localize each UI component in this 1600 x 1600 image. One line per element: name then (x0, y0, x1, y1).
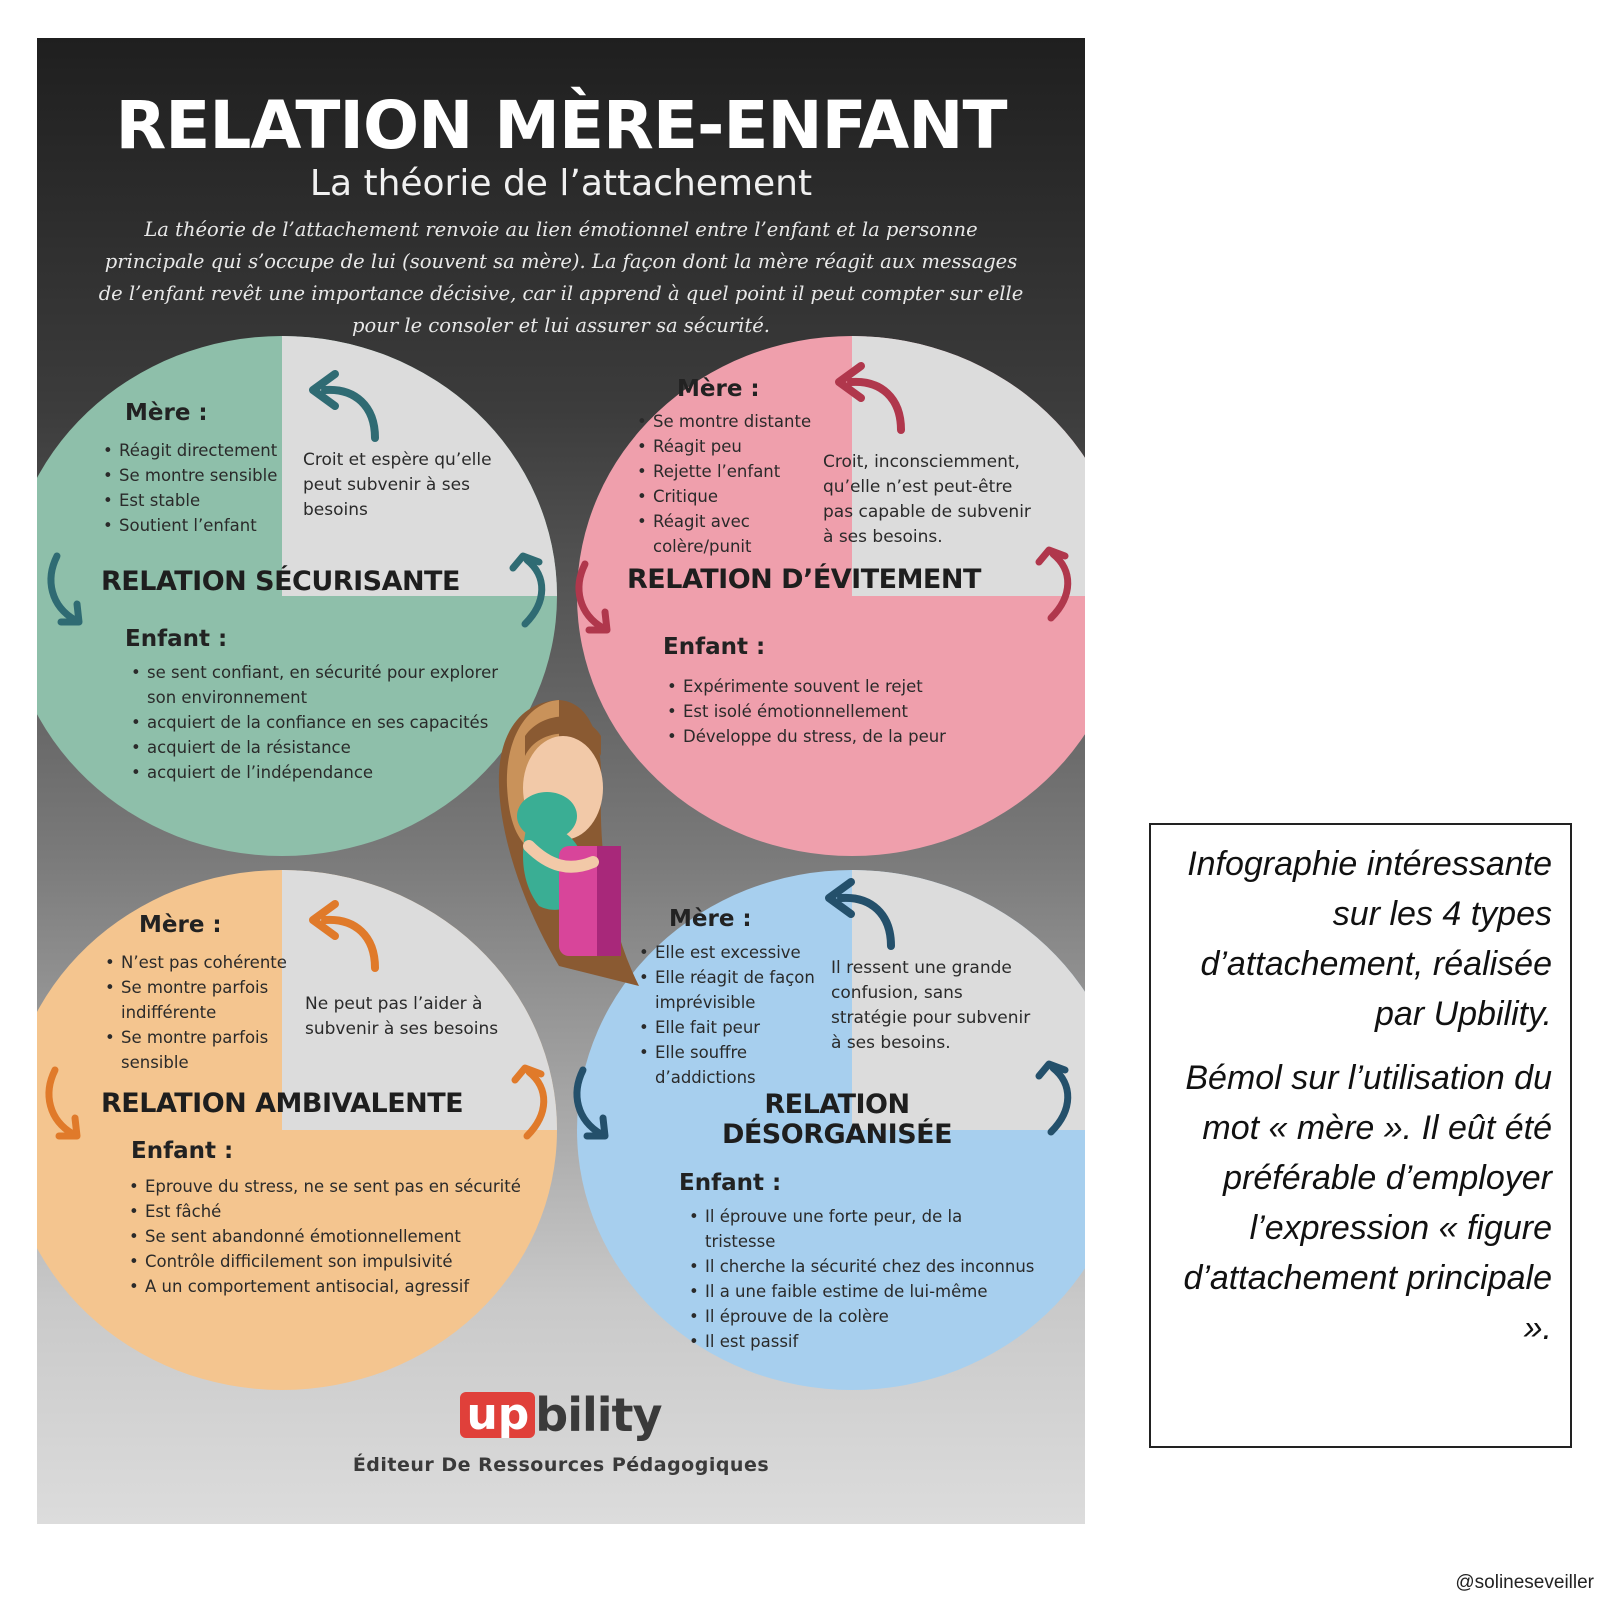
list-item: Elle est excessive (637, 940, 817, 965)
list-item: Réagit peu (635, 434, 813, 459)
list-item: Est stable (101, 488, 301, 513)
list-item: Est fâché (127, 1199, 527, 1224)
list-item: Se sent abandonné émotionnellement (127, 1224, 527, 1249)
mere-heading: Mère : (125, 400, 208, 426)
enfant-heading: Enfant : (131, 1138, 234, 1164)
curved-arrow-up-icon (1035, 546, 1072, 622)
relation-title-securisante: RELATION SÉCURISANTE (101, 566, 460, 597)
circle-ambivalente (37, 870, 557, 1390)
belief-text-securisante: Croit et espère qu’elle peut subvenir à … (303, 450, 492, 520)
list-item: acquiert de la confiance en ses capacité… (129, 710, 529, 735)
list-item: acquiert de l’indépendance (129, 760, 529, 785)
enfant-heading: Enfant : (663, 634, 766, 660)
list-item: Réagit directement (101, 438, 301, 463)
list-item: Expérimente souvent le rejet (665, 674, 1005, 699)
list-item: Il cherche la sécurité chez des inconnus (687, 1254, 1037, 1279)
mere-list-securisante: Réagit directement Se montre sensible Es… (101, 438, 301, 538)
mere-heading: Mère : (669, 906, 752, 932)
list-item: Eprouve du stress, ne se sent pas en séc… (127, 1174, 527, 1199)
enfant-list-desorganisee: Il éprouve une forte peur, de la tristes… (687, 1204, 1037, 1354)
list-item: N’est pas cohérente (103, 950, 303, 975)
list-item: Contrôle difficilement son impulsivité (127, 1249, 527, 1274)
logo-up: up (460, 1392, 536, 1438)
mere-heading: Mère : (139, 912, 222, 938)
logo-rest: bility (535, 1388, 662, 1442)
curved-arrow-up-icon (509, 552, 546, 628)
curved-arrow-icon (309, 370, 379, 442)
infographic-poster: RELATION MÈRE-ENFANT La théorie de l’att… (37, 38, 1085, 1524)
relation-title-ambivalente: RELATION AMBIVALENTE (101, 1088, 464, 1119)
curved-arrow-icon (825, 878, 895, 950)
relation-title-line1: RELATION (764, 1089, 910, 1120)
enfant-list-evitement: Expérimente souvent le rejet Est isolé é… (665, 674, 1005, 749)
curved-arrow-down-icon (575, 560, 611, 634)
list-item: Rejette l’enfant (635, 459, 813, 484)
curved-arrow-icon (309, 900, 379, 972)
list-item: Soutient l’enfant (101, 513, 301, 538)
belief-text-desorganisee: Il ressent une grande confusion, sans st… (831, 958, 1031, 1053)
enfant-heading: Enfant : (125, 626, 228, 652)
curved-arrow-down-icon (45, 1066, 81, 1140)
poster-title: RELATION MÈRE-ENFANT (115, 87, 1007, 164)
poster-subtitle: La théorie de l’attachement (309, 163, 813, 204)
mere-list-evitement: Se montre distante Réagit peu Rejette l’… (635, 409, 813, 559)
logo-tagline: Éditeur De Ressources Pédagogiques (352, 1454, 770, 1476)
list-item: Il éprouve de la colère (687, 1304, 1037, 1329)
mere-heading: Mère : (677, 376, 760, 402)
belief-text-evitement: Croit, inconsciemment, qu’elle n’est peu… (823, 452, 1031, 547)
curved-arrow-icon (835, 362, 905, 434)
mere-list-ambivalente: N’est pas cohérente Se montre parfois in… (103, 950, 303, 1075)
belief-quadrant (852, 870, 1085, 1130)
belief-text-ambivalente: Ne peut pas l’aider à subvenir à ses bes… (305, 994, 499, 1039)
enfant-heading: Enfant : (679, 1170, 782, 1196)
comment-paragraph-1: Infographie intéressante sur les 4 types… (1187, 845, 1552, 1033)
author-credit: @solineseveiller (1455, 1572, 1594, 1593)
list-item: acquiert de la résistance (129, 735, 529, 760)
list-item: Elle fait peur (637, 1015, 817, 1040)
list-item: Il a une faible estime de lui-même (687, 1279, 1037, 1304)
curved-arrow-down-icon (573, 1066, 609, 1140)
relation-title-desorganisee: RELATION DÉSORGANISÉE (717, 1090, 957, 1150)
relation-title-evitement: RELATION D’ÉVITEMENT (627, 564, 981, 595)
list-item: Il est passif (687, 1329, 1037, 1354)
curved-arrow-down-icon (47, 552, 83, 626)
list-item: A un comportement antisocial, agressif (127, 1274, 527, 1299)
mere-list-desorganisee: Elle est excessive Elle réagit de façon … (637, 940, 817, 1090)
mother-child-illustration (498, 700, 639, 986)
comment-paragraph-2: Bémol sur l’utilisation du mot « mère ».… (1183, 1059, 1552, 1347)
comment-box: Infographie intéressante sur les 4 types… (1149, 823, 1572, 1448)
list-item: se sent confiant, en sécurité pour explo… (129, 660, 529, 710)
list-item: Il éprouve une forte peur, de la tristes… (687, 1204, 1037, 1254)
list-item: Se montre distante (635, 409, 813, 434)
list-item: Développe du stress, de la peur (665, 724, 1005, 749)
list-item: Réagit avec colère/punit (635, 509, 813, 559)
list-item: Est isolé émotionnellement (665, 699, 1005, 724)
curved-arrow-up-icon (511, 1064, 548, 1140)
enfant-list-ambivalente: Eprouve du stress, ne se sent pas en séc… (127, 1174, 527, 1299)
poster-intro: La théorie de l’attachement renvoie au l… (98, 218, 1024, 337)
list-item: Se montre sensible (101, 463, 301, 488)
list-item: Critique (635, 484, 813, 509)
relation-title-line2: DÉSORGANISÉE (721, 1119, 953, 1150)
list-item: Se montre parfois indifférente (103, 975, 303, 1025)
curved-arrow-up-icon (1035, 1060, 1072, 1136)
list-item: Elle souffre d’addictions (637, 1040, 817, 1090)
list-item: Elle réagit de façon imprévisible (637, 965, 817, 1015)
list-item: Se montre parfois sensible (103, 1025, 303, 1075)
enfant-list-securisante: se sent confiant, en sécurité pour explo… (129, 660, 529, 785)
